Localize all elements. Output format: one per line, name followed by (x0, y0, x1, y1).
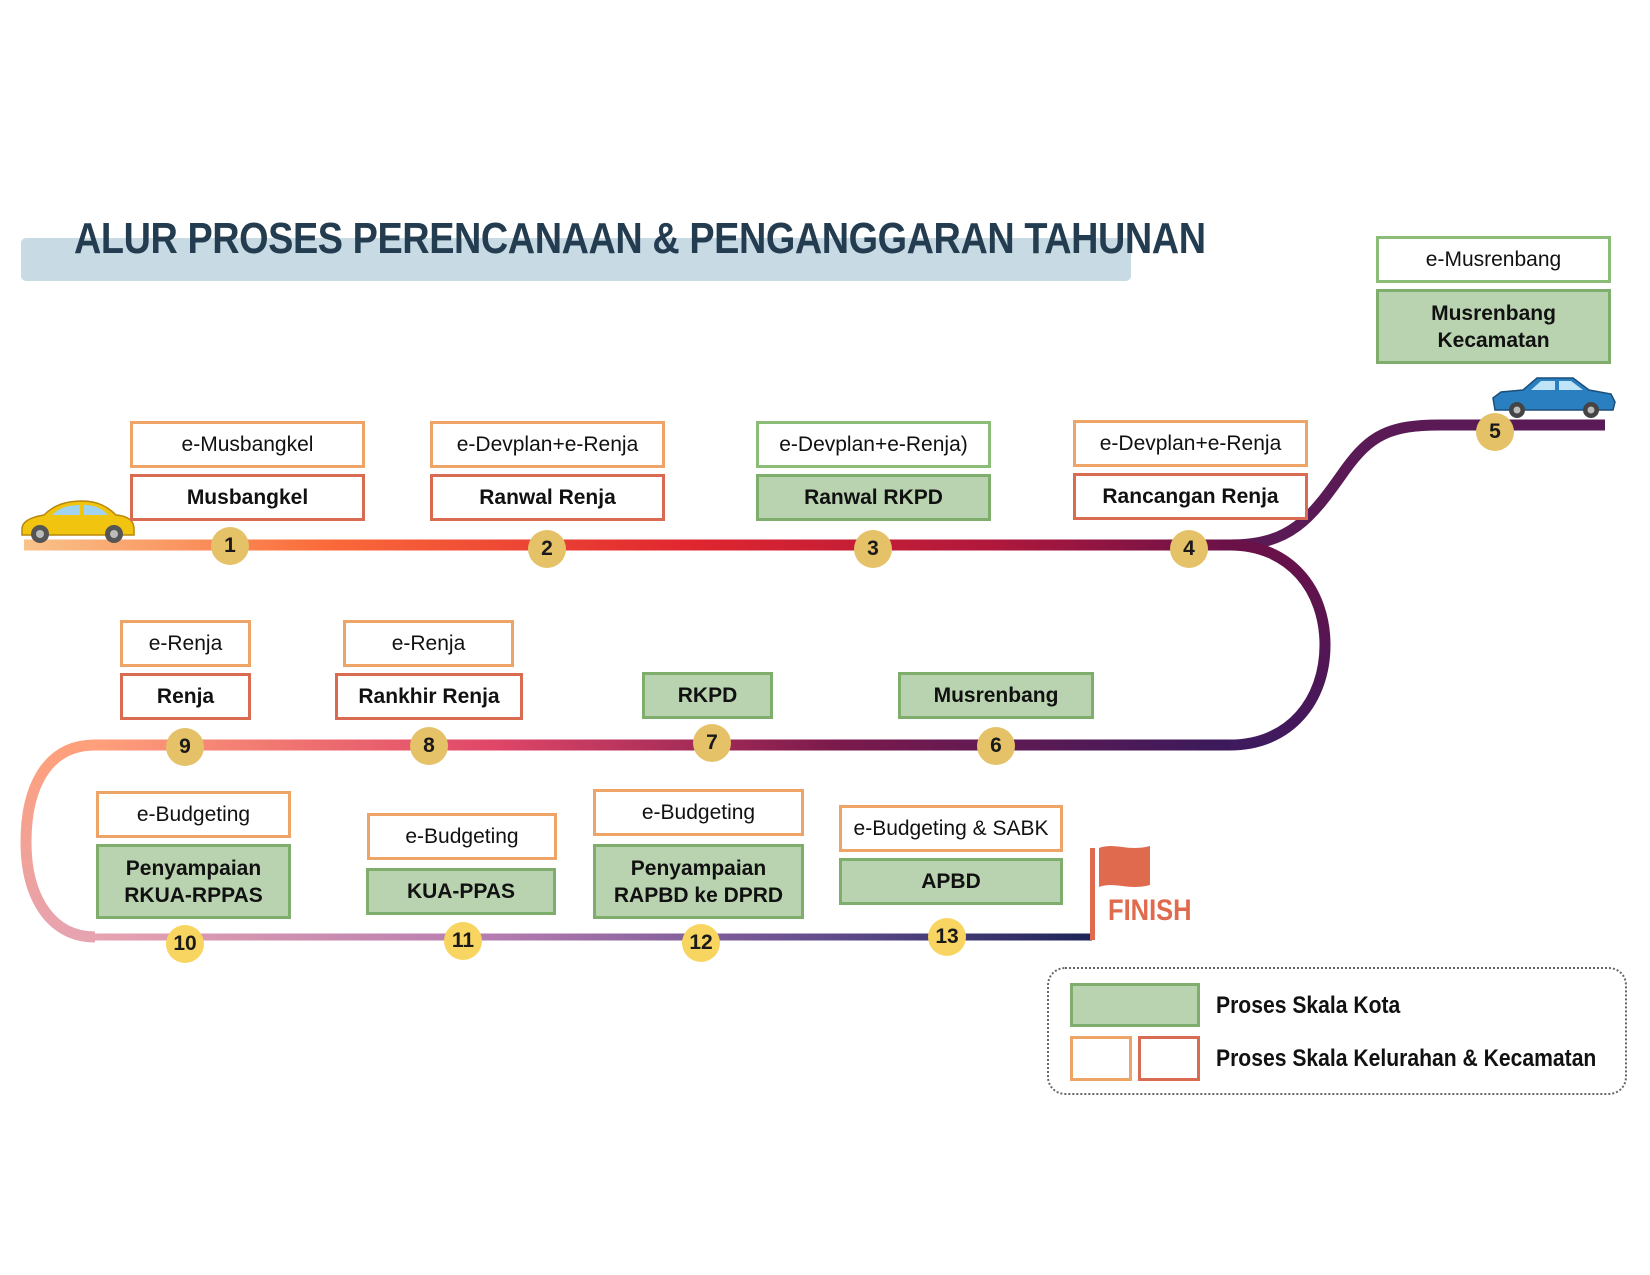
step-13-process: APBD (839, 858, 1063, 905)
legend-swatch-process (1138, 1036, 1200, 1081)
legend (1047, 967, 1627, 1095)
blue-car-icon (1492, 377, 1616, 418)
step-9-tool: e-Renja (120, 620, 251, 667)
yellow-car-icon (21, 500, 135, 543)
step-8-process: Rankhir Renja (335, 673, 523, 720)
step-5-badge: 5 (1476, 413, 1514, 451)
title-bar (21, 238, 1131, 281)
step-4-tool: e-Devplan+e-Renja (1073, 420, 1308, 467)
step-10-tool: e-Budgeting (96, 791, 291, 838)
step-10-process-line2: RKUA-RPPAS (124, 883, 263, 907)
step-12-process-line2: RAPBD ke DPRD (613, 883, 784, 907)
finish-flag-icon (1090, 846, 1150, 940)
step-9-badge: 9 (166, 728, 204, 766)
step-4-badge: 4 (1170, 530, 1208, 568)
step-13-badge: 13 (928, 918, 966, 956)
step-12-badge: 12 (682, 924, 720, 962)
step-3-badge: 3 (854, 530, 892, 568)
step-8-tool: e-Renja (343, 620, 514, 667)
step-8-badge: 8 (410, 727, 448, 765)
step-5-tool: e-Musrenbang (1376, 236, 1611, 283)
step-5-process: Musrenbang Kecamatan (1376, 289, 1611, 364)
step-13-tool: e-Budgeting & SABK (839, 805, 1063, 852)
legend-label-kelurahan: Proses Skala Kelurahan & Kecamatan (1216, 1045, 1597, 1072)
road-loop-left (20, 739, 96, 943)
step-11-process: KUA-PPAS (366, 868, 556, 915)
step-12-process-line1: Penyampaian (630, 856, 767, 880)
step-3-tool: e-Devplan+e-Renja) (756, 421, 991, 468)
finish-label: FINISH (1108, 894, 1192, 927)
step-1-tool: e-Musbangkel (130, 421, 365, 468)
step-7-process: RKPD (642, 672, 773, 719)
step-1-process: Musbangkel (130, 474, 365, 521)
step-5-process-line2: Kecamatan (1437, 328, 1550, 352)
road-branch-up (1229, 419, 1605, 551)
step-2-tool: e-Devplan+e-Renja (430, 421, 665, 468)
step-7-badge: 7 (693, 724, 731, 762)
step-3-process: Ranwal RKPD (756, 474, 991, 521)
legend-swatch-city (1070, 983, 1200, 1027)
legend-swatch-tool (1070, 1036, 1132, 1081)
step-12-process: Penyampaian RAPBD ke DPRD (593, 844, 804, 919)
step-10-process: Penyampaian RKUA-RPPAS (96, 844, 291, 919)
step-5-process-line1: Musrenbang (1431, 301, 1556, 325)
step-10-badge: 10 (166, 925, 204, 963)
step-12-tool: e-Budgeting (593, 789, 804, 836)
step-4-process: Rancangan Renja (1073, 473, 1308, 520)
step-1-badge: 1 (211, 527, 249, 565)
step-11-tool: e-Budgeting (367, 813, 557, 860)
step-2-badge: 2 (528, 530, 566, 568)
step-11-badge: 11 (444, 922, 482, 960)
page-title: ALUR PROSES PERENCANAAN & PENGANGGARAN T… (74, 214, 1206, 263)
legend-label-city: Proses Skala Kota (1216, 992, 1401, 1019)
step-10-process-line1: Penyampaian (125, 856, 262, 880)
step-6-process: Musrenbang (898, 672, 1094, 719)
step-2-process: Ranwal Renja (430, 474, 665, 521)
road-loop-right (1229, 539, 1331, 751)
step-9-process: Renja (120, 673, 251, 720)
step-6-badge: 6 (977, 727, 1015, 765)
